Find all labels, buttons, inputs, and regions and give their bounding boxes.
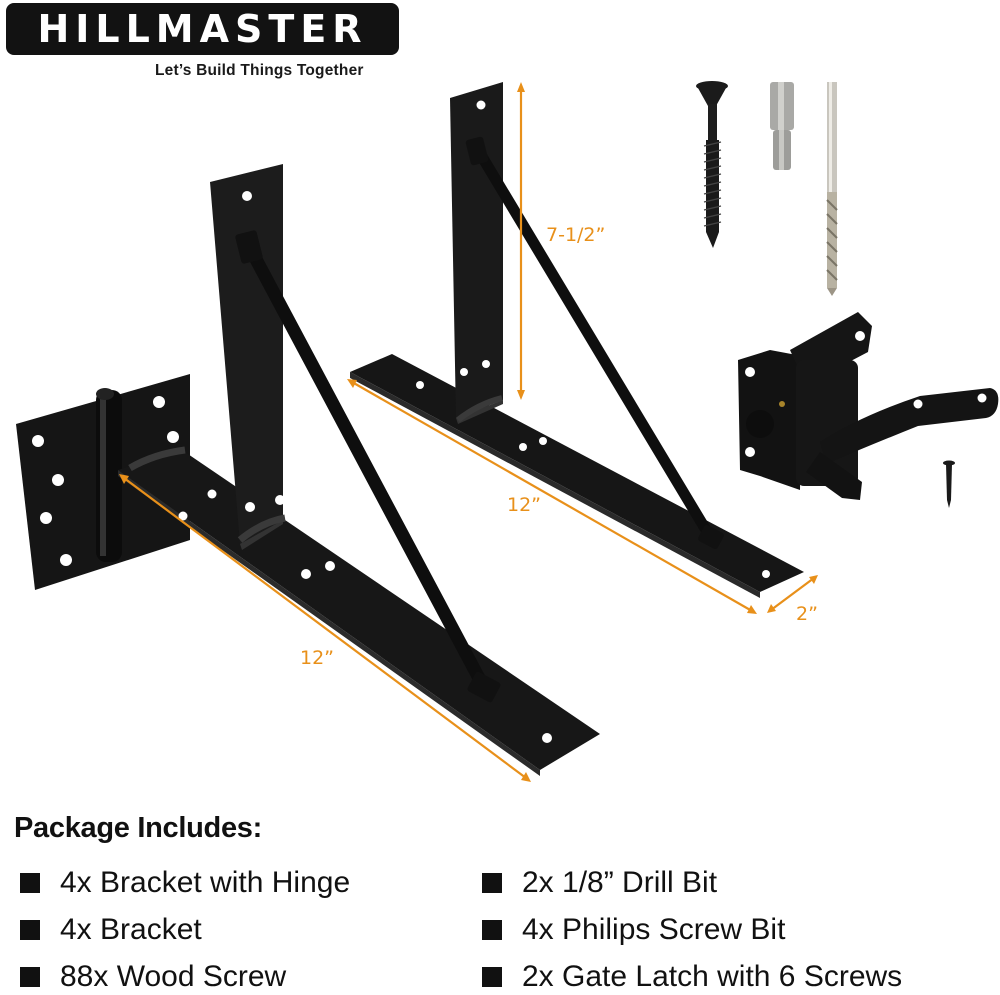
- brand-tagline: Let’s Build Things Together: [155, 62, 364, 79]
- dimension-lines: [119, 82, 818, 782]
- package-item-label: 4x Bracket: [60, 913, 202, 946]
- brand-logo: HILLMASTER: [6, 3, 399, 55]
- package-item-label: 4x Philips Screw Bit: [522, 913, 786, 946]
- bullet-square-icon: [482, 920, 502, 940]
- package-item: 2x Gate Latch with 6 Screws: [482, 960, 902, 994]
- wood-screw-image: [696, 81, 728, 248]
- bracket-back: [350, 82, 804, 598]
- bullet-square-icon: [20, 920, 40, 940]
- bullet-square-icon: [482, 873, 502, 893]
- dimension-length-back-label: 12”: [507, 494, 542, 516]
- bullet-square-icon: [20, 873, 40, 893]
- package-item-label: 4x Bracket with Hinge: [60, 866, 351, 899]
- package-item-label: 88x Wood Screw: [60, 960, 287, 993]
- dimension-height-label: 7-1/2”: [546, 224, 606, 246]
- package-item: 4x Philips Screw Bit: [482, 913, 785, 947]
- brand-logo-text: HILLMASTER: [37, 7, 368, 51]
- package-item-label: 2x Gate Latch with 6 Screws: [522, 960, 903, 993]
- bullet-square-icon: [20, 967, 40, 987]
- product-illustration: [16, 81, 999, 782]
- bullet-square-icon: [482, 967, 502, 987]
- package-includes-title: Package Includes:: [14, 812, 262, 844]
- dimension-width-label: 2”: [796, 603, 818, 625]
- screw-bit-image: [770, 82, 794, 170]
- package-item: 88x Wood Screw: [20, 960, 286, 994]
- package-item: 4x Bracket: [20, 913, 202, 947]
- gate-latch-image: [738, 312, 999, 508]
- drill-bit-image: [826, 82, 838, 296]
- dimension-length-front-label: 12”: [300, 647, 335, 669]
- package-item-label: 2x 1/8” Drill Bit: [522, 866, 718, 899]
- package-item: 4x Bracket with Hinge: [20, 866, 350, 900]
- bracket-with-hinge: [16, 164, 600, 776]
- package-item: 2x 1/8” Drill Bit: [482, 866, 717, 900]
